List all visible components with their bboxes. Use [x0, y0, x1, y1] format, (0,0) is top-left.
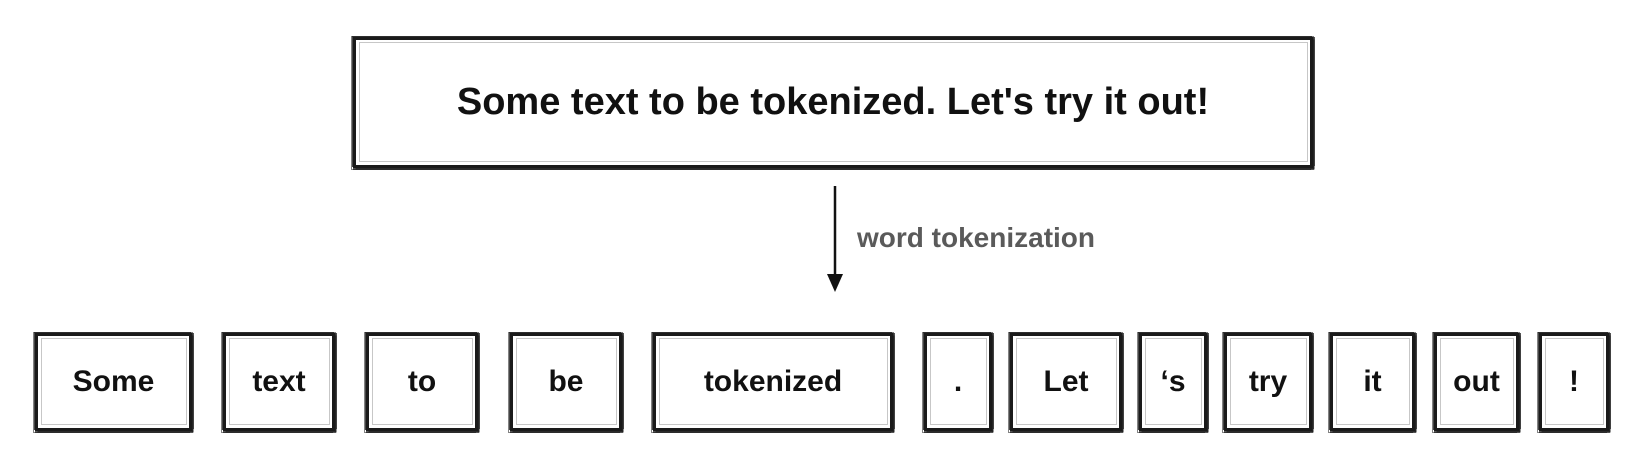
- token-label: Some: [72, 365, 155, 398]
- token-box: it: [1328, 332, 1416, 433]
- token-box: try: [1222, 332, 1313, 433]
- token-box: .: [922, 332, 993, 433]
- token-label: ‘s: [1160, 365, 1186, 398]
- token-box: to: [364, 332, 479, 433]
- token-label: to: [407, 365, 437, 398]
- input-text: Some text to be tokenized. Let's try it …: [456, 81, 1210, 123]
- down-arrow-icon: [827, 186, 843, 292]
- token-box: be: [508, 332, 623, 433]
- token-box: out: [1432, 332, 1520, 433]
- token-box: ‘s: [1137, 332, 1208, 433]
- token-label: try: [1248, 365, 1288, 398]
- arrow-label: word tokenization: [857, 222, 1095, 253]
- token-label: be: [548, 365, 584, 398]
- token-label: text: [252, 365, 306, 398]
- token-box: Let: [1008, 332, 1123, 433]
- token-label: !: [1569, 365, 1579, 398]
- token-box: Some: [33, 332, 193, 433]
- token-label: out: [1453, 365, 1500, 398]
- token-box: !: [1537, 332, 1610, 433]
- token-label: tokenized: [703, 365, 843, 398]
- token-label: it: [1363, 365, 1382, 398]
- token-label: .: [953, 365, 963, 398]
- token-box: tokenized: [651, 332, 894, 433]
- token-label: Let: [1043, 365, 1089, 398]
- token-box: text: [221, 332, 336, 433]
- input-text-box: Some text to be tokenized. Let's try it …: [351, 36, 1314, 170]
